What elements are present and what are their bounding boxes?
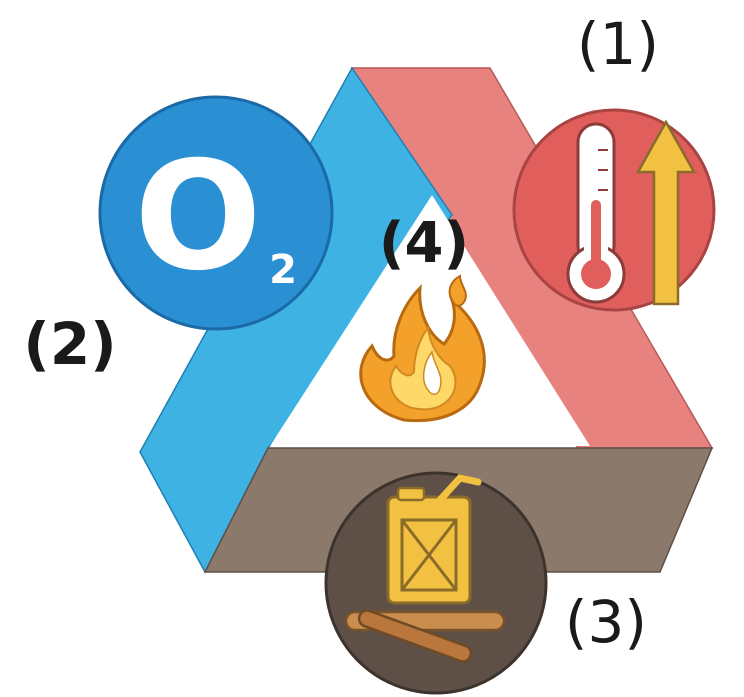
thermometer-icon [566, 122, 626, 304]
oxygen-subscript: 2 [269, 247, 297, 293]
oxygen-circle: O 2 [98, 95, 334, 331]
label-heat: (1) [577, 10, 659, 78]
rising-arrow-icon [635, 119, 697, 306]
heat-circle [512, 108, 716, 312]
fuel-circle [324, 471, 548, 695]
flame-icon [359, 274, 486, 423]
wood-logs-icon [344, 609, 506, 663]
oxygen-letter: O [134, 130, 262, 304]
reaction-area [270, 195, 590, 446]
fuel-can-icon [386, 474, 482, 605]
label-reaction: (4) [379, 211, 469, 276]
label-fuel: (3) [565, 588, 647, 656]
label-oxygen: (2) [23, 310, 116, 378]
